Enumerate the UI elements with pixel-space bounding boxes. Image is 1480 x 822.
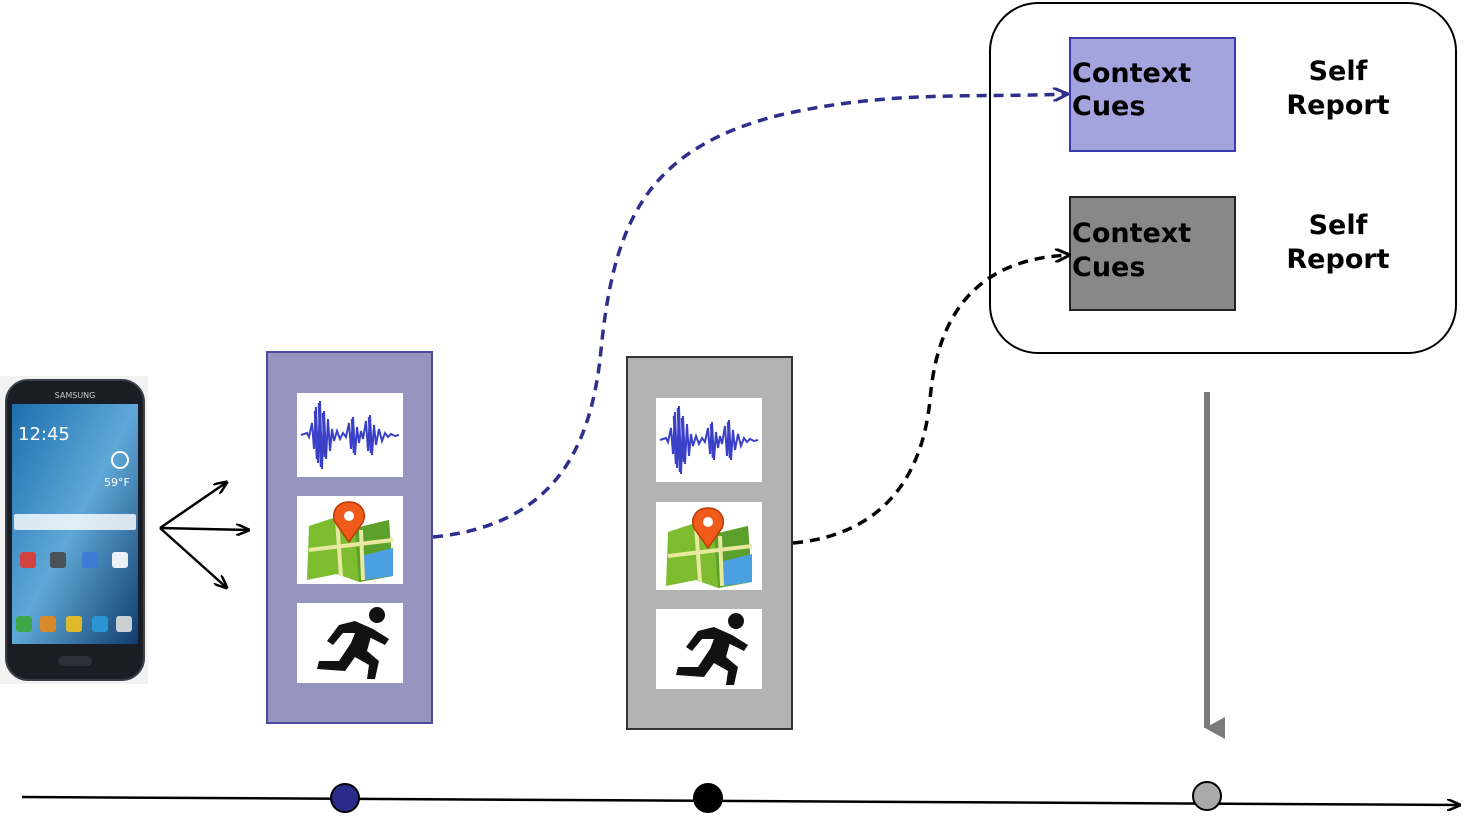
black-dashed-connector [792,255,1070,545]
self-report-label-bottom-line2: Report [1286,244,1389,275]
self-report-label-bottom-line1: Self [1309,210,1368,241]
context-cues-label-top-line2: Cues [1072,91,1145,122]
phone-fanout-arrows [159,482,249,588]
sensor-box-blue [266,351,433,724]
phone-brand: SAMSUNG [55,391,96,400]
audio-waveform-icon [654,396,764,484]
smartphone-image: SAMSUNG 12:45 59°F [0,376,148,684]
self-report-panel: Context Cues Self Report Context Cues Se… [989,2,1457,354]
running-person-icon [656,609,762,689]
self-report-label-top-line2: Report [1286,90,1389,121]
audio-waveform-icon [295,391,405,479]
sensor-box-gray [626,356,793,730]
timeline-marker-black [693,783,723,813]
context-cues-label-bottom-line2: Cues [1072,252,1145,283]
blue-dashed-connector [432,94,1068,539]
context-cues-label-top-line1: Context [1072,58,1191,89]
context-cues-box-blue [1069,37,1236,152]
running-person-icon [297,603,403,683]
timeline-marker-blue [330,783,360,813]
phone-clock: 12:45 [18,424,70,445]
map-pin-icon [295,494,405,586]
self-report-label-top-line1: Self [1309,56,1368,87]
phone-temperature: 59°F [104,476,130,489]
context-cues-label-bottom-line1: Context [1072,218,1191,249]
timeline-axis [21,795,1460,805]
context-cues-box-gray [1069,196,1236,311]
timeline-marker-gray [1192,781,1222,811]
map-pin-icon [654,500,764,592]
